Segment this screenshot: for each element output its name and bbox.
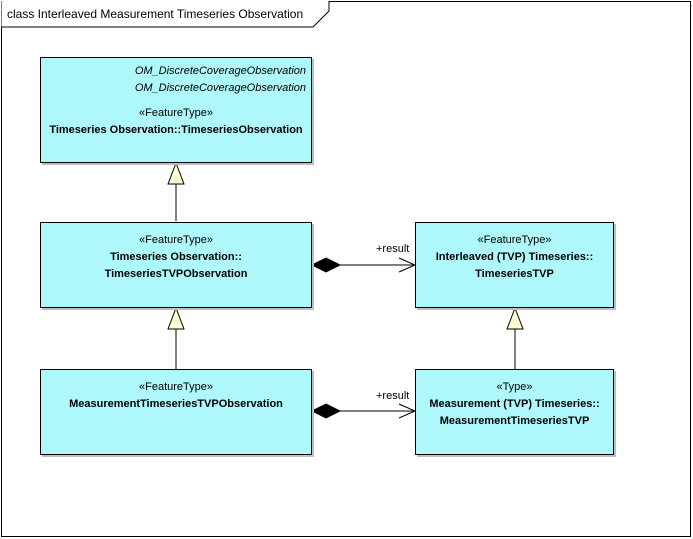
association-role-label: +result	[376, 390, 410, 402]
generalization-arrowhead	[167, 161, 185, 185]
composition-diamond	[310, 257, 342, 273]
tagged-value: OM_DiscreteCoverageObservation	[134, 82, 306, 94]
association-role-label: +result	[376, 243, 410, 255]
class-name-line1: Timeseries Observation::	[110, 251, 242, 263]
class-interleaved-timeseries-tvp[interactable]: «FeatureType» Interleaved (TVP) Timeseri…	[415, 222, 614, 308]
tagged-value: OM_DiscreteCoverageObservation	[134, 65, 306, 77]
diagram-title: class Interleaved Measurement Timeseries…	[7, 7, 304, 21]
class-stereotype: «FeatureType»	[139, 381, 213, 393]
class-name-line2: TimeseriesTVPObservation	[104, 268, 248, 280]
class-name-line2: TimeseriesTVP	[475, 268, 554, 280]
class-timeseries-observation[interactable]: OM_DiscreteCoverageObservation OM_Discre…	[40, 57, 312, 163]
generalization-arrowhead	[506, 306, 524, 330]
class-stereotype: «Type»	[496, 381, 533, 393]
class-name: MeasurementTimeseriesTVPObservation	[69, 398, 283, 410]
class-measurement-timeseries-tvp-observation[interactable]: «FeatureType» MeasurementTimeseriesTVPOb…	[40, 369, 312, 455]
class-name: Timeseries Observation::TimeseriesObserv…	[49, 124, 303, 136]
class-stereotype: «FeatureType»	[139, 234, 213, 246]
frame-tab	[1, 1, 330, 28]
class-timeseries-tvp-observation[interactable]: «FeatureType» Timeseries Observation:: T…	[40, 222, 312, 308]
class-stereotype: «FeatureType»	[139, 107, 213, 119]
class-measurement-timeseries-tvp[interactable]: «Type» Measurement (TVP) Timeseries:: Me…	[415, 369, 614, 455]
class-name-line1: Measurement (TVP) Timeseries::	[429, 398, 600, 410]
class-stereotype: «FeatureType»	[477, 234, 552, 246]
class-name-line1: Interleaved (TVP) Timeseries::	[435, 251, 594, 263]
composition-diamond	[310, 403, 342, 419]
class-name-line2: MeasurementTimeseriesTVP	[439, 415, 590, 427]
generalization-arrowhead	[167, 306, 185, 330]
